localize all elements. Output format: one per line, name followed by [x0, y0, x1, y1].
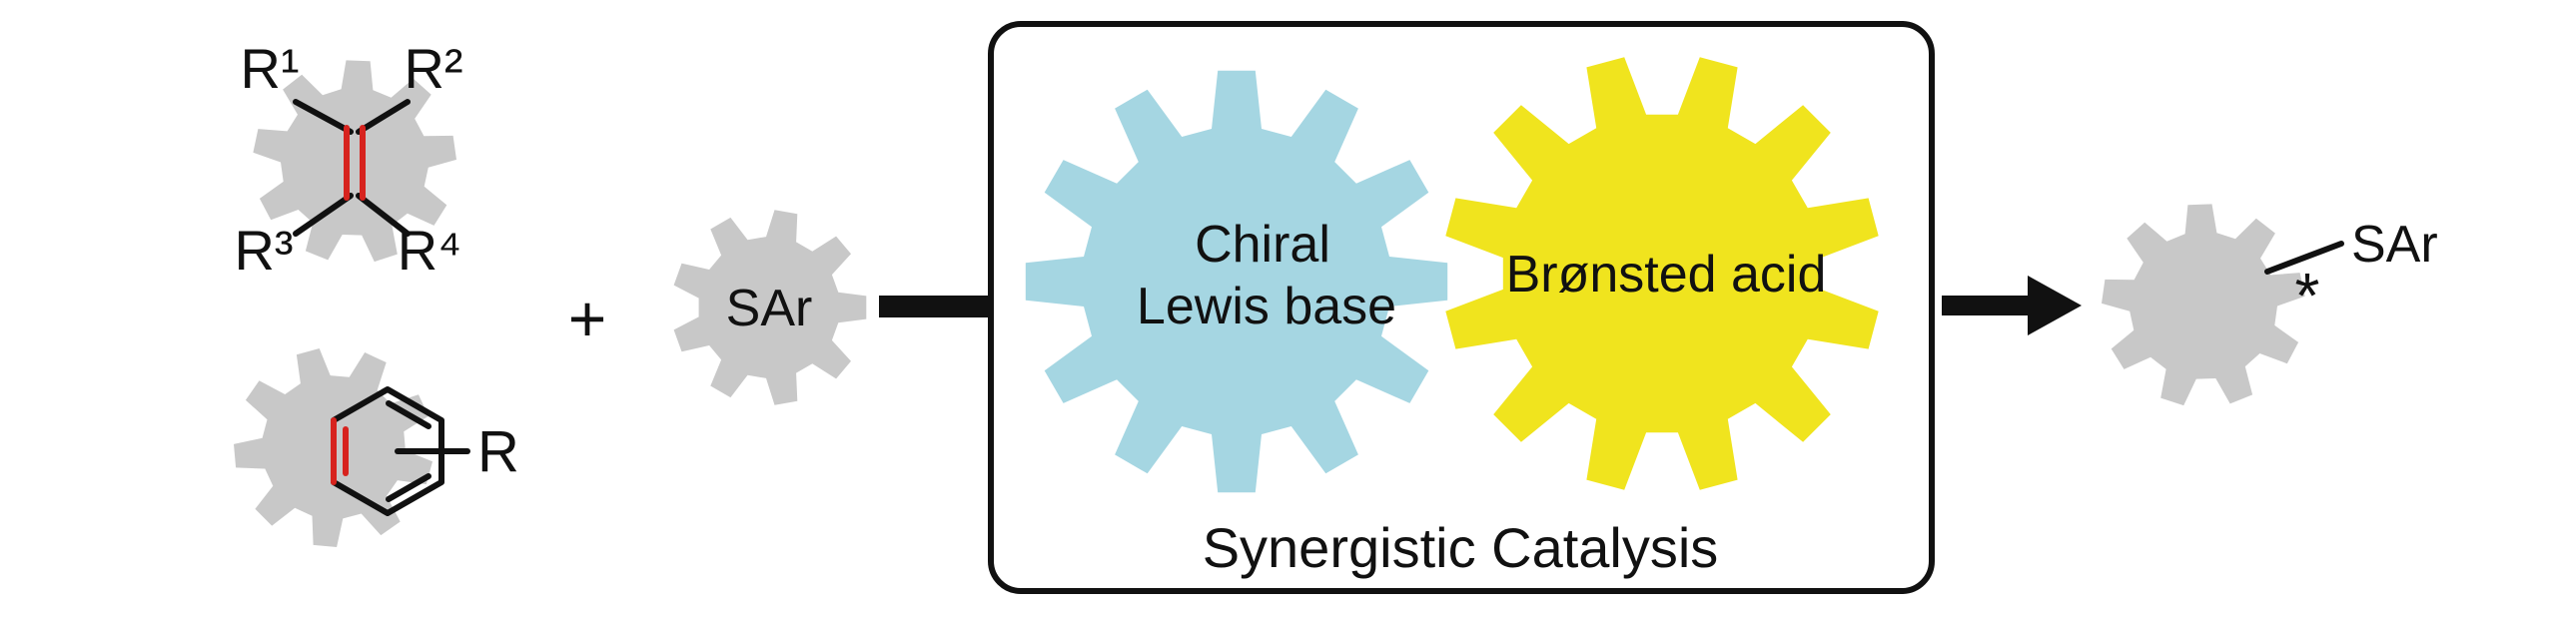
- synergistic-catalysis-caption: Synergistic Catalysis: [1203, 516, 1719, 579]
- sulfenylating-agent: SAr: [673, 210, 867, 405]
- alkene-r4-label: R⁴: [398, 219, 462, 282]
- product-gear-icon: [2102, 204, 2305, 406]
- arene-inner-bond-top: [386, 400, 431, 429]
- product-sar-bond: [2264, 241, 2344, 275]
- arene-inner-bond-bottom: [386, 473, 431, 502]
- arene-substrate: R: [234, 348, 519, 547]
- lewis-base-label-line2: Lewis base: [1137, 278, 1396, 335]
- bond-r1: [293, 99, 354, 135]
- bronsted-acid-catalyst: Brønsted acid: [1445, 57, 1879, 490]
- bond-r4: [356, 193, 411, 237]
- plus-sign: +: [568, 282, 607, 355]
- lewis-base-catalyst: Chiral Lewis base: [1025, 70, 1448, 493]
- alkene-r2-label: R²: [404, 37, 462, 100]
- arrow-in-shaft: [879, 296, 989, 317]
- product: * SAr: [2102, 204, 2438, 406]
- bronsted-acid-gear-icon: [1445, 57, 1879, 490]
- bond-r3: [293, 193, 354, 237]
- sar-reagent-label: SAr: [726, 280, 813, 337]
- lewis-base-label-line1: Chiral: [1195, 216, 1330, 274]
- arrow-out-head: [2028, 276, 2082, 335]
- alkene-r1-label: R¹: [240, 37, 299, 100]
- alkene-gear-icon: [253, 60, 456, 263]
- sar-gear-icon: [673, 210, 867, 405]
- product-arrow: [1942, 276, 2082, 335]
- arene-substituent-label: R: [477, 419, 519, 484]
- product-sar-label: SAr: [2351, 216, 2438, 274]
- product-stereocenter-marker: *: [2295, 260, 2320, 331]
- bond-r2: [356, 99, 411, 135]
- bronsted-acid-label: Brønsted acid: [1506, 246, 1827, 304]
- arrow-out-shaft: [1942, 296, 2034, 315]
- alkene-r3-label: R³: [234, 219, 293, 282]
- lewis-base-gear-icon: [1025, 70, 1448, 493]
- alkene-substrate: R¹ R² R³ R⁴: [234, 37, 462, 282]
